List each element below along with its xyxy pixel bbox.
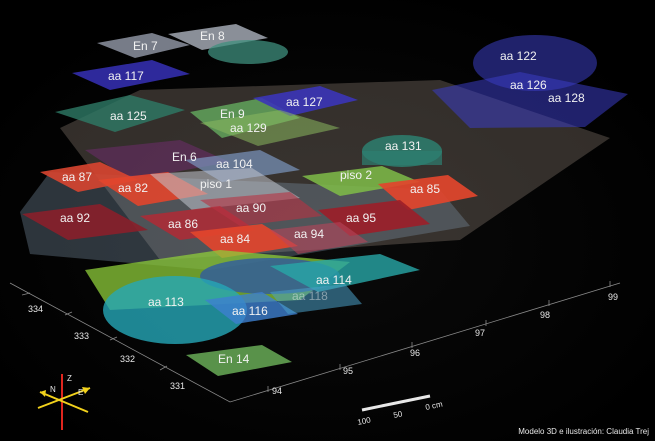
label-aa-95: aa 95 xyxy=(346,211,376,225)
label-aa-127: aa 127 xyxy=(286,95,323,109)
label-aa-114: aa 114 xyxy=(316,273,352,287)
unit-en-8 xyxy=(168,24,268,50)
cylinder-teal-top xyxy=(208,40,288,64)
tick-98: 98 xyxy=(540,310,550,320)
tick-331: 331 xyxy=(170,381,185,391)
unit-en-6 xyxy=(85,140,230,180)
label-en-8: En 8 xyxy=(200,29,225,43)
label-aa-125: aa 125 xyxy=(110,109,147,123)
label-piso-2: piso 2 xyxy=(340,168,372,182)
unit-aa-129 xyxy=(200,110,340,146)
label-aa-129: aa 129 xyxy=(230,121,267,135)
tick-95: 95 xyxy=(343,366,353,376)
label-aa-126: aa 126 xyxy=(510,78,547,92)
tick-97: 97 xyxy=(475,328,485,338)
unit-aa-90 xyxy=(200,192,322,226)
label-en-14: En 14 xyxy=(218,352,250,366)
label-aa-118: aa 118 xyxy=(292,289,328,303)
label-aa-92: aa 92 xyxy=(60,211,90,225)
label-en-6: En 6 xyxy=(172,150,197,164)
compass: Z N E xyxy=(37,374,91,430)
tick-99: 99 xyxy=(608,292,618,302)
bottom-axis-ticks: 94 95 96 97 98 99 xyxy=(272,292,618,396)
label-aa-85: aa 85 xyxy=(410,182,440,196)
compass-z: Z xyxy=(67,374,72,383)
label-aa-122: aa 122 xyxy=(500,49,537,63)
compass-e: E xyxy=(78,388,83,397)
label-en-9: En 9 xyxy=(220,107,245,121)
unit-aa-118 xyxy=(270,284,362,314)
scale-50: 50 xyxy=(393,409,404,420)
unit-aa-114 xyxy=(270,254,420,292)
unit-aa-116 xyxy=(205,292,298,324)
unit-aa-92 xyxy=(22,204,148,240)
unit-piso-2 xyxy=(302,166,420,196)
compass-n: N xyxy=(50,385,56,394)
label-aa-128: aa 128 xyxy=(548,91,585,105)
unit-aa-85 xyxy=(378,175,478,210)
ground-axes xyxy=(9,281,621,403)
label-aa-113: aa 113 xyxy=(148,295,184,309)
unit-aa-94 xyxy=(270,222,368,254)
unit-en-7 xyxy=(97,33,190,58)
label-aa-86: aa 86 xyxy=(168,217,198,231)
unit-aa-126 xyxy=(432,72,628,128)
tick-96: 96 xyxy=(410,348,420,358)
unit-aa-125 xyxy=(55,95,185,132)
label-aa-87: aa 87 xyxy=(62,170,92,184)
unit-aa-84 xyxy=(190,224,298,258)
tick-334: 334 xyxy=(28,304,43,314)
scale-bar: 100 50 0 cm xyxy=(357,394,444,427)
unit-aa-117 xyxy=(72,60,190,90)
tick-333: 333 xyxy=(74,331,89,341)
cylinder-aa-113 xyxy=(103,276,247,344)
label-aa-94: aa 94 xyxy=(294,227,324,241)
label-aa-116: aa 116 xyxy=(232,304,268,318)
label-aa-90: aa 90 xyxy=(236,201,266,215)
label-aa-84: aa 84 xyxy=(220,232,250,246)
unit-en-14 xyxy=(186,345,292,376)
credit-text: Modelo 3D e ilustración: Claudia Trej xyxy=(518,427,649,436)
scale-0: 0 cm xyxy=(425,399,444,411)
unit-aa-127 xyxy=(253,86,358,116)
label-aa-131: aa 131 xyxy=(385,139,422,153)
scale-100: 100 xyxy=(357,415,372,427)
left-axis-ticks: 334 333 332 331 xyxy=(28,304,185,391)
label-aa-82: aa 82 xyxy=(118,181,148,195)
label-aa-104: aa 104 xyxy=(216,157,253,171)
tick-94: 94 xyxy=(272,386,282,396)
label-aa-117: aa 117 xyxy=(108,69,144,83)
tick-332: 332 xyxy=(120,354,135,364)
label-en-7: En 7 xyxy=(133,39,158,53)
unit-labels: En 7 En 8 aa 117 aa 122 aa 126 aa 128 aa… xyxy=(60,29,585,366)
label-piso-1: piso 1 xyxy=(200,177,232,191)
